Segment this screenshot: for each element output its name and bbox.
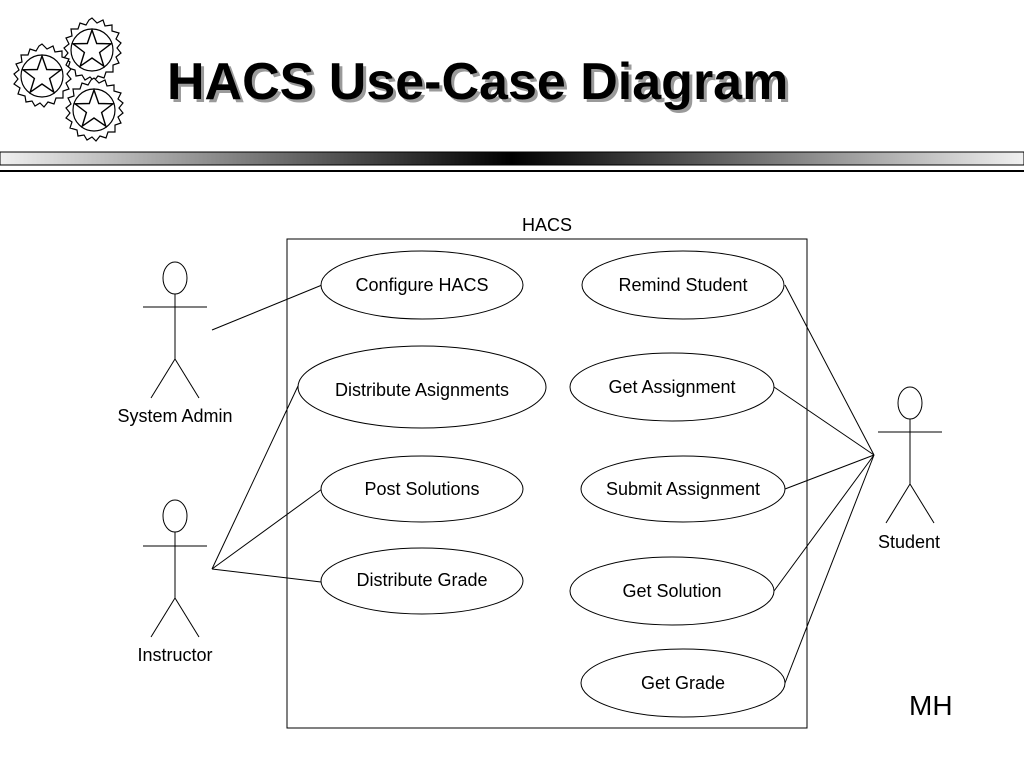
use-case-distribute-grade — [320, 547, 524, 615]
use-case-label: Remind Student — [618, 275, 747, 295]
association-line — [784, 454, 875, 684]
use-case-get-grade — [580, 648, 786, 718]
use-case-label: Get Grade — [641, 673, 725, 693]
use-case-label: Get Solution — [622, 581, 721, 601]
actor-label-student: Student — [878, 532, 940, 552]
title-divider — [0, 151, 1024, 172]
association-line — [784, 454, 875, 490]
association-line — [211, 568, 322, 583]
actor-student — [878, 386, 942, 524]
actor-system-admin — [143, 261, 207, 399]
association-line — [211, 284, 323, 331]
association-line — [773, 454, 875, 592]
use-case-label: Distribute Grade — [356, 570, 487, 590]
actor-label-system-admin: System Admin — [117, 406, 232, 426]
association-line — [211, 488, 323, 570]
use-case-submit-assignment — [580, 455, 786, 523]
author-initials: MH — [909, 690, 953, 721]
use-case-get-assignment — [569, 352, 775, 422]
use-case-remind-student — [581, 250, 785, 320]
use-case-configure-hacs — [320, 250, 524, 320]
use-case-label: Submit Assignment — [606, 479, 760, 499]
use-case-get-solution — [569, 556, 775, 626]
system-label: HACS — [522, 215, 572, 235]
use-case-label: Post Solutions — [364, 479, 479, 499]
association-line — [773, 386, 875, 456]
association-lines — [211, 284, 875, 684]
use-case-label: Configure HACS — [355, 275, 488, 295]
actor-instructor — [143, 499, 207, 638]
use-case-distribute-asignments — [297, 345, 547, 429]
system-boundary — [286, 238, 808, 729]
association-line — [784, 284, 875, 456]
association-line — [211, 385, 299, 570]
use-case-label: Get Assignment — [608, 377, 735, 397]
slide-title: HACS Use-Case Diagram — [167, 53, 789, 111]
actor-label-instructor: Instructor — [137, 645, 212, 665]
use-case-post-solutions — [320, 455, 524, 523]
use-case-label: Distribute Asignments — [335, 380, 509, 400]
